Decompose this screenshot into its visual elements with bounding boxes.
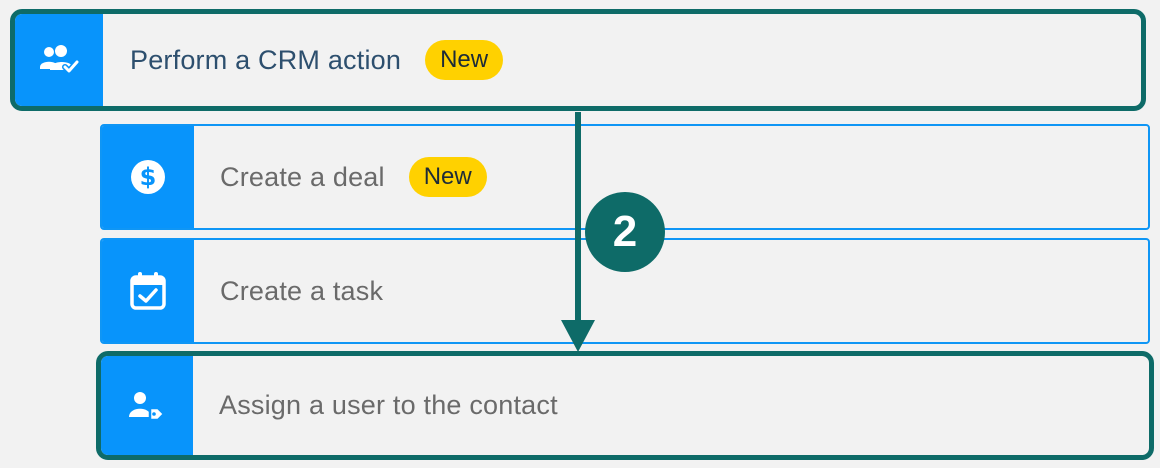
assign-user-label: Assign a user to the contact (219, 390, 558, 420)
create-task-label: Create a task (220, 275, 384, 306)
svg-text:$: $ (140, 163, 157, 191)
assign-user-label-wrap: Assign a user to the contact (193, 356, 558, 455)
new-badge: New (425, 40, 504, 80)
create-deal-label: Create a deal (220, 161, 385, 192)
crm-action-icon-box (15, 14, 103, 106)
crm-action-card[interactable]: Perform a CRM action New (10, 9, 1146, 111)
create-deal-label-wrap: Create a deal New (194, 126, 487, 228)
step-number-badge: 2 (585, 192, 665, 272)
calendar-check-icon (130, 272, 166, 310)
crm-action-label: Perform a CRM action (130, 44, 402, 75)
user-tag-icon (129, 391, 166, 421)
create-task-icon-box (102, 240, 194, 342)
crm-action-label-wrap: Perform a CRM action New (103, 14, 504, 106)
create-deal-icon-box: $ (102, 126, 194, 228)
bottom-divider (0, 462, 1160, 468)
create-task-label-wrap: Create a task (194, 240, 383, 342)
users-check-icon (40, 45, 79, 74)
new-badge: New (408, 157, 487, 197)
assign-user-card[interactable]: Assign a user to the contact (96, 351, 1154, 460)
create-deal-card[interactable]: $ Create a deal New (100, 124, 1150, 230)
assign-user-icon-box (101, 356, 193, 455)
dollar-circle-icon: $ (131, 160, 165, 194)
